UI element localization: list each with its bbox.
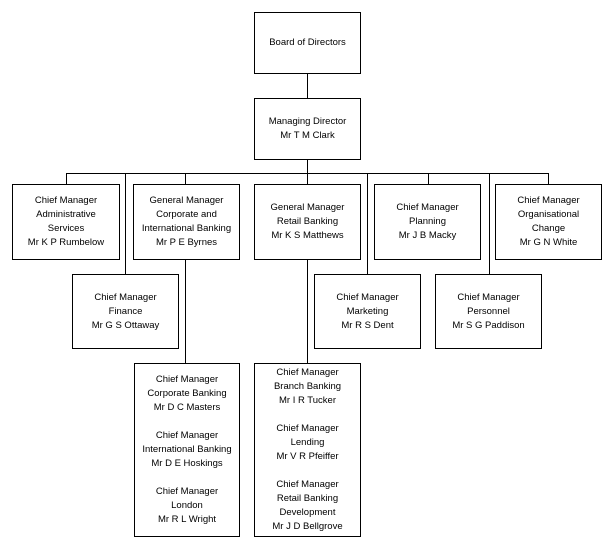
box-text: Mr R S Dent: [341, 319, 394, 331]
box-text: Services: [47, 223, 85, 234]
corporate-international-box: General Manager Corporate and Internatio…: [133, 184, 240, 260]
box-text: Retail Banking: [276, 493, 339, 504]
managing-director-box: Managing Director Mr T M Clark: [254, 98, 361, 160]
box-text: Retail Banking: [276, 216, 339, 227]
box-text: Chief Manager: [155, 430, 219, 441]
box-text: Administrative: [36, 209, 96, 220]
box-text: International Banking: [141, 223, 232, 234]
box-text: Mr I R Tucker: [278, 395, 336, 406]
finance-box: Chief Manager Finance Mr G S Ottaway: [72, 274, 179, 349]
box-text: Mr J B Macky: [398, 230, 457, 241]
box-text: Mr D C Masters: [153, 402, 221, 413]
retail-group-box: Chief Manager Branch Banking Mr I R Tuck…: [254, 363, 361, 537]
box-text: Mr R L Wright: [157, 514, 217, 525]
corporate-group-box: Chief Manager Corporate Banking Mr D C M…: [134, 363, 240, 537]
box-text: Mr T M Clark: [280, 130, 335, 141]
planning-box: Chief Manager Planning Mr J B Macky: [374, 184, 481, 260]
box-text: Mr G S Ottaway: [91, 319, 160, 331]
admin-services-box: Chief Manager Administrative Services Mr…: [12, 184, 120, 260]
board-of-directors-box: Board of Directors: [254, 12, 361, 74]
box-text: Mr S G Paddison: [452, 319, 525, 331]
box-text: Managing Director: [268, 116, 347, 127]
box-text: Organisational: [517, 209, 580, 220]
box-text: Mr D E Hoskings: [151, 458, 223, 469]
box-text: Lending: [290, 437, 325, 448]
box-text: Chief Manager: [155, 374, 219, 385]
marketing-box: Chief Manager Marketing Mr R S Dent: [314, 274, 421, 349]
box-text: Chief Manager: [396, 202, 459, 213]
box-text: Corporate and: [156, 209, 217, 220]
box-text: Planning: [409, 216, 446, 227]
retail-banking-box: General Manager Retail Banking Mr K S Ma…: [254, 184, 361, 260]
box-text: Finance: [108, 305, 143, 317]
box-text: General Manager: [149, 195, 224, 206]
box-text: Mr K S Matthews: [271, 230, 344, 241]
box-text: Mr G N White: [519, 237, 578, 248]
box-text: London: [171, 500, 203, 511]
box-text: Board of Directors: [269, 37, 346, 48]
box-text: Mr K P Rumbelow: [27, 237, 105, 248]
box-text: Mr P E Byrnes: [155, 237, 218, 248]
personnel-box: Chief Manager Personnel Mr S G Paddison: [435, 274, 542, 349]
box-text: Chief Manager: [94, 291, 157, 303]
box-text: Chief Manager: [336, 291, 399, 303]
box-text: General Manager: [270, 202, 345, 213]
box-text: Change: [531, 223, 566, 234]
box-text: International Banking: [142, 444, 232, 455]
box-text: Chief Manager: [276, 479, 339, 490]
box-text: Chief Manager: [457, 291, 520, 303]
box-text: Mr J D Bellgrove: [272, 521, 343, 532]
box-text: Mr V R Pfeiffer: [276, 451, 339, 462]
box-text: Chief Manager: [276, 367, 339, 378]
box-text: Chief Manager: [155, 486, 219, 497]
box-text: Marketing: [346, 305, 389, 317]
box-text: Chief Manager: [517, 195, 580, 206]
box-text: Personnel: [467, 305, 510, 317]
box-text: Chief Manager: [34, 195, 98, 206]
box-text: Chief Manager: [276, 423, 339, 434]
box-text: Corporate Banking: [147, 388, 227, 399]
box-text: Branch Banking: [273, 381, 342, 392]
box-text: Development: [279, 507, 336, 518]
organisational-change-box: Chief Manager Organisational Change Mr G…: [495, 184, 602, 260]
